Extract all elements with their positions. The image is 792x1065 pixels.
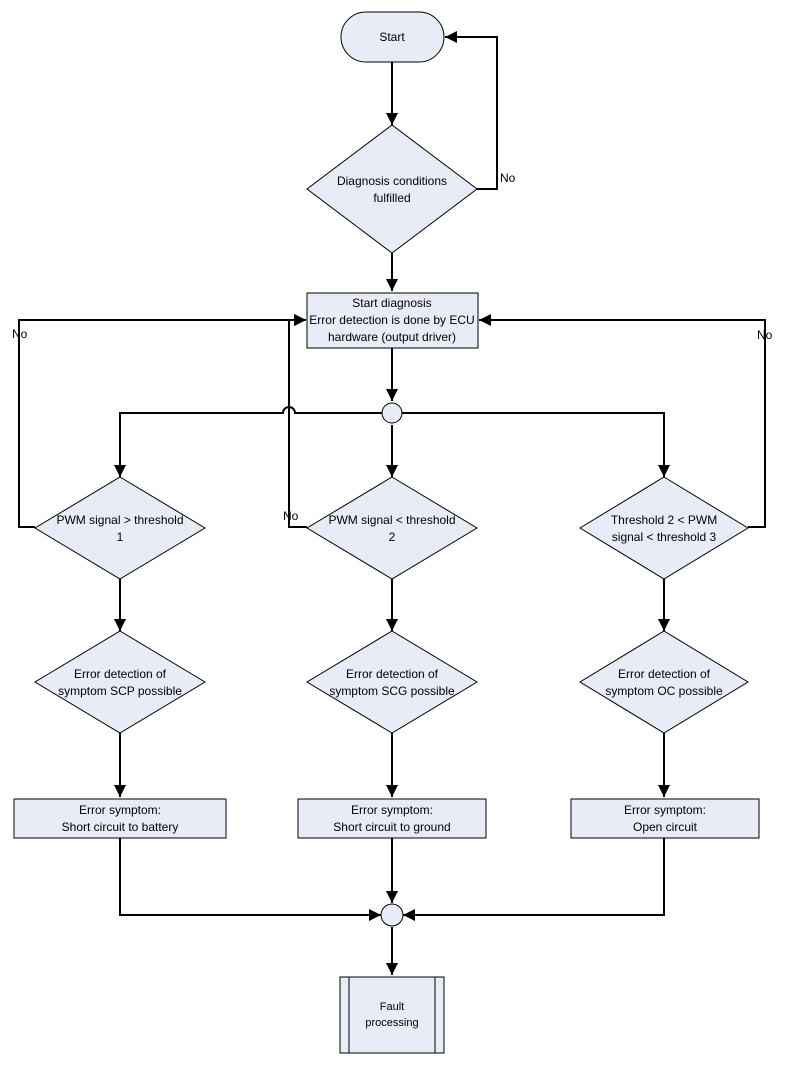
no-label-left: No [12, 327, 28, 341]
no-label-diagnosis: No [500, 171, 516, 185]
oc-check-label-2: symptom OC possible [605, 684, 723, 698]
scp-check-label-2: symptom SCP possible [58, 684, 182, 698]
diagnosis-conditions-label-2: fulfilled [373, 191, 410, 205]
fault-label-1: Fault [380, 1001, 404, 1013]
oc-detection-decision [579, 630, 749, 734]
scg-symptom-process [297, 798, 487, 839]
pwm-range-label-2: signal < threshold 3 [612, 530, 717, 544]
oc-check-label-1: Error detection of [618, 667, 711, 681]
edge-conditions-no-loop [445, 31, 498, 190]
pwm-lt-threshold2-decision [306, 476, 478, 580]
start-terminator [340, 11, 445, 63]
scp-symptom-label-2: Short circuit to battery [62, 820, 179, 834]
diagnosis-conditions-decision [306, 124, 478, 254]
pwm-range-decision [579, 476, 749, 580]
no-label-right: No [757, 328, 773, 342]
edge-scp-symptom-to-merge [119, 838, 381, 921]
merge-connector [380, 903, 404, 927]
fault-label-2: processing [365, 1017, 418, 1029]
pwm-range-label-1: Threshold 2 < PWM [611, 513, 717, 527]
scg-check-label-2: symptom SCG possible [329, 684, 455, 698]
no-label-middle: No [283, 509, 299, 523]
start-label: Start [379, 30, 405, 44]
edge-left-no-loop [18, 314, 306, 528]
start-diagnosis-label-3: hardware (output driver) [328, 330, 456, 344]
oc-symptom-process [570, 798, 760, 839]
scp-symptom-process [13, 798, 227, 839]
scg-check-label-1: Error detection of [346, 667, 439, 681]
scg-symptom-label-2: Short circuit to ground [333, 820, 450, 834]
edge-split-to-right [402, 412, 670, 477]
split-connector [381, 402, 403, 424]
scp-detection-decision [34, 630, 206, 734]
scg-symptom-label-1: Error symptom: [351, 803, 433, 817]
pwm-gt-threshold1-decision [34, 476, 206, 580]
edge-middle-no-loop [288, 314, 307, 528]
oc-symptom-label-1: Error symptom: [624, 803, 706, 817]
start-diagnosis-label-1: Start diagnosis [352, 296, 431, 310]
edge-right-no-loop [479, 314, 766, 528]
start-diagnosis-process [306, 292, 479, 349]
edge-oc-symptom-to-merge [403, 838, 665, 921]
pwm-lt-label-2: 2 [389, 530, 396, 544]
start-diagnosis-label-2: Error detection is done by ECU [309, 313, 474, 327]
scp-symptom-label-1: Error symptom: [79, 803, 161, 817]
pwm-lt-label-1: PWM signal < threshold [328, 513, 455, 527]
fault-processing-subprocess [339, 976, 445, 1054]
diagnosis-conditions-label-1: Diagnosis conditions [337, 174, 447, 188]
scp-check-label-1: Error detection of [74, 667, 167, 681]
scg-detection-decision [306, 630, 478, 734]
edge-split-to-left [114, 406, 382, 477]
pwm-gt-label-1: PWM signal > threshold [56, 513, 183, 527]
oc-symptom-label-2: Open circuit [633, 820, 698, 834]
connectors [18, 31, 766, 975]
pwm-gt-label-2: 1 [117, 530, 124, 544]
